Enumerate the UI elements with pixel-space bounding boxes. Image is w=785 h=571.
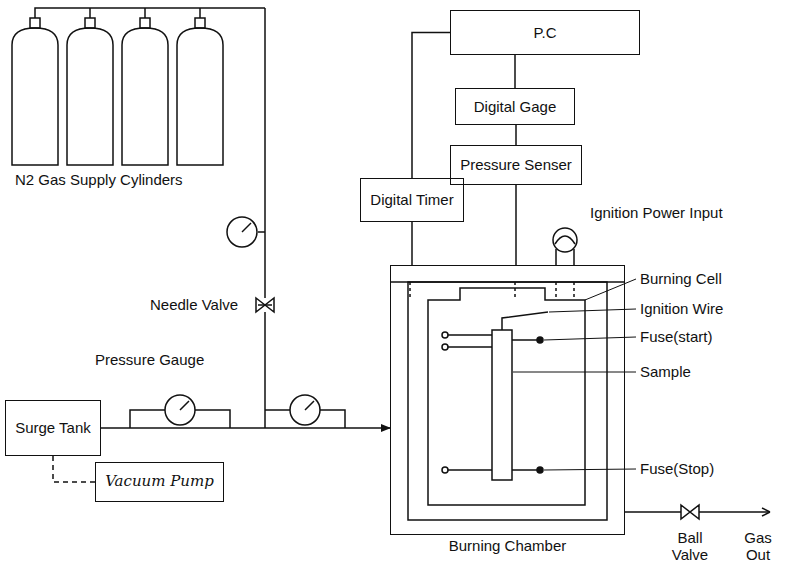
connector-line <box>515 185 517 265</box>
connector-line <box>411 222 413 265</box>
node-text: Digital Timer <box>370 191 453 208</box>
node-text: Burning Chamber <box>449 537 567 554</box>
gas-outlet <box>625 505 770 519</box>
supply-pipe <box>258 8 265 428</box>
part-label: Ignition Wire <box>640 301 723 318</box>
cylinder-label: N2 Gas Supply Cylinders <box>15 172 183 189</box>
node-text: P.C <box>533 24 556 41</box>
power-input-label: Ignition Power Input <box>590 205 723 222</box>
node-text: Vacuum Pump <box>105 473 214 490</box>
connector-line <box>412 33 450 179</box>
valve-label: Needle Valve <box>150 297 238 314</box>
chamber-internals <box>390 282 625 520</box>
connector-line <box>515 125 517 145</box>
surge-tank-box: Surge Tank <box>5 400 101 456</box>
gauge-label: Pressure Gauge <box>95 352 204 369</box>
part-label: Fuse(start) <box>640 329 713 346</box>
outlet-label: Gas Out <box>736 530 780 563</box>
connector-line <box>101 427 390 429</box>
gas-cylinders <box>12 8 265 165</box>
part-label: Burning Cell <box>640 271 722 288</box>
connector-line <box>53 456 95 482</box>
needle-valve <box>256 298 274 312</box>
leader-lines <box>513 279 636 470</box>
digital-gage-box: Digital Gage <box>455 88 575 125</box>
vacuum-pump-box: Vacuum Pump <box>95 462 224 502</box>
connector-line <box>514 55 516 88</box>
node-text: Pressure Senser <box>460 156 572 173</box>
pressure-gauge <box>130 217 345 428</box>
digital-timer-box: Digital Timer <box>360 178 464 222</box>
ignition-power-symbol <box>553 228 577 300</box>
computer-box: P.C <box>450 10 640 55</box>
node-text: Digital Gage <box>474 98 557 115</box>
node-text: Surge Tank <box>15 419 91 436</box>
part-label: Sample <box>640 364 691 381</box>
part-label: Fuse(Stop) <box>640 461 714 478</box>
burning-chamber: Burning Chamber <box>390 265 625 535</box>
pressure-sensor-box: Pressure Senser <box>450 145 582 185</box>
valve-label: Ball Valve <box>668 530 712 563</box>
